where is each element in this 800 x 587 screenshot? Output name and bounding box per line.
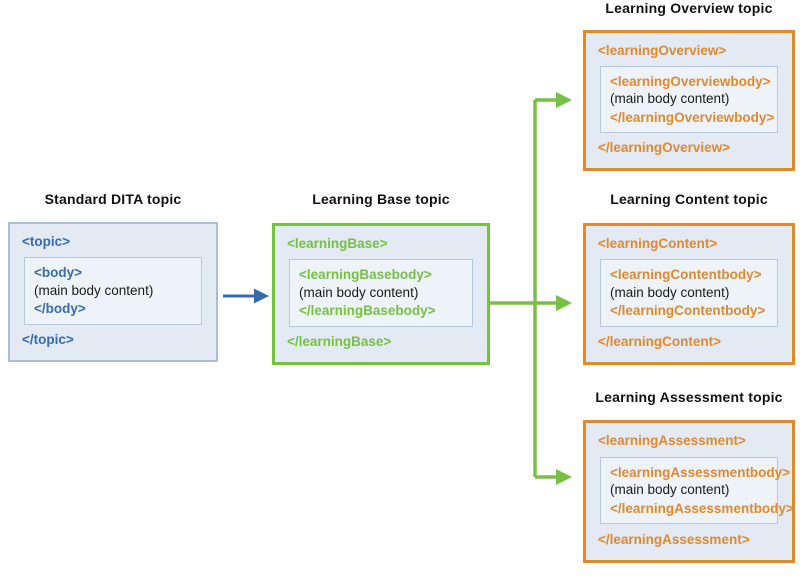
green-arrowheads [556, 92, 572, 485]
learning-assessment-body-box: <learningAssessmentbody> (main body cont… [600, 456, 794, 525]
standard-dita-topic-box: <topic> <body> (main body content) </bod… [8, 222, 218, 362]
body-close-tag: </learningBasebody> [299, 303, 436, 319]
topic-open-tag: <topic> [22, 234, 71, 249]
body-content-text: (main body content) [610, 482, 730, 498]
learning-base-body-box: <learningBasebody> (main body content) <… [289, 259, 473, 327]
body-close-tag: </body> [34, 301, 86, 317]
body-close-tag: </learningContentbody> [610, 303, 766, 319]
body-content-text: (main body content) [610, 91, 730, 107]
learning-overview-topic-title: Learning Overview topic [605, 0, 773, 16]
learning-base-close-tag: </learningBase> [287, 334, 392, 350]
body-open-tag: <learningContentbody> [610, 267, 762, 282]
learning-assessment-topic-box: <learningAssessment> <learningAssessment… [583, 420, 795, 563]
topic-body-box: <body> (main body content) </body> [24, 257, 202, 325]
body-close-tag: </learningOverviewbody> [610, 109, 775, 125]
body-content-text: (main body content) [610, 284, 730, 300]
blue-arrow [223, 288, 269, 304]
learning-content-open-tag: <learningContent> [598, 236, 718, 251]
learning-overview-open-tag: <learningOverview> [598, 43, 727, 58]
body-content-text: (main body content) [299, 284, 419, 300]
learning-assessment-topic-title: Learning Assessment topic [595, 389, 783, 405]
learning-base-topic-title: Learning Base topic [312, 191, 450, 207]
green-branch-lines [490, 98, 558, 479]
learning-content-close-tag: </learningContent> [598, 334, 722, 350]
learning-assessment-close-tag: </learningAssessment> [598, 532, 750, 548]
body-open-tag: <learningAssessmentbody> [610, 464, 791, 480]
body-open-tag: <learningBasebody> [299, 267, 432, 282]
body-open-tag: <body> [34, 265, 83, 280]
body-open-tag: <learningOverviewbody> [610, 73, 771, 89]
learning-content-body-box: <learningContentbody> (main body content… [600, 259, 778, 327]
standard-dita-topic-title: Standard DITA topic [44, 191, 182, 207]
learning-base-open-tag: <learningBase> [287, 236, 388, 251]
topic-close-tag: </topic> [22, 332, 74, 348]
learning-content-topic-box: <learningContent> <learningContentbody> … [583, 223, 795, 365]
learning-overview-topic-box: <learningOverview> <learningOverviewbody… [583, 30, 795, 171]
body-content-text: (main body content) [34, 282, 154, 298]
learning-content-topic-title: Learning Content topic [610, 191, 768, 207]
learning-overview-close-tag: </learningOverview> [598, 140, 731, 156]
body-close-tag: </learningAssessmentbody> [610, 500, 794, 516]
learning-base-topic-box: <learningBase> <learningBasebody> (main … [272, 223, 490, 365]
learning-assessment-open-tag: <learningAssessment> [598, 433, 746, 448]
learning-overview-body-box: <learningOverviewbody> (main body conten… [600, 65, 778, 134]
